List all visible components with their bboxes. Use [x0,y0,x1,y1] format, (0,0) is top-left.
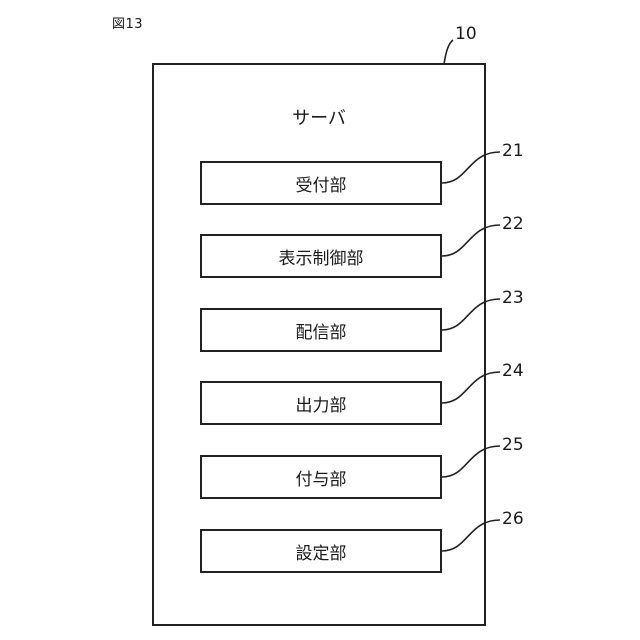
unit-ref-number: 24 [502,361,524,381]
unit-box-reception: 受付部 [200,161,442,205]
server-title: サーバ [152,104,486,130]
unit-ref-number: 22 [502,214,524,234]
unit-ref-number: 26 [502,509,524,529]
unit-box-assignment: 付与部 [200,455,442,499]
server-leader-line [444,40,453,64]
unit-box-display-control: 表示制御部 [200,234,442,278]
unit-ref-number: 23 [502,288,524,308]
unit-box-distribution: 配信部 [200,308,442,352]
unit-ref-number: 21 [502,141,524,161]
server-ref-number: 10 [455,24,477,44]
unit-box-setting: 設定部 [200,529,442,573]
unit-box-output: 出力部 [200,381,442,425]
figure-label: 図13 [112,13,143,32]
unit-ref-number: 25 [502,435,524,455]
